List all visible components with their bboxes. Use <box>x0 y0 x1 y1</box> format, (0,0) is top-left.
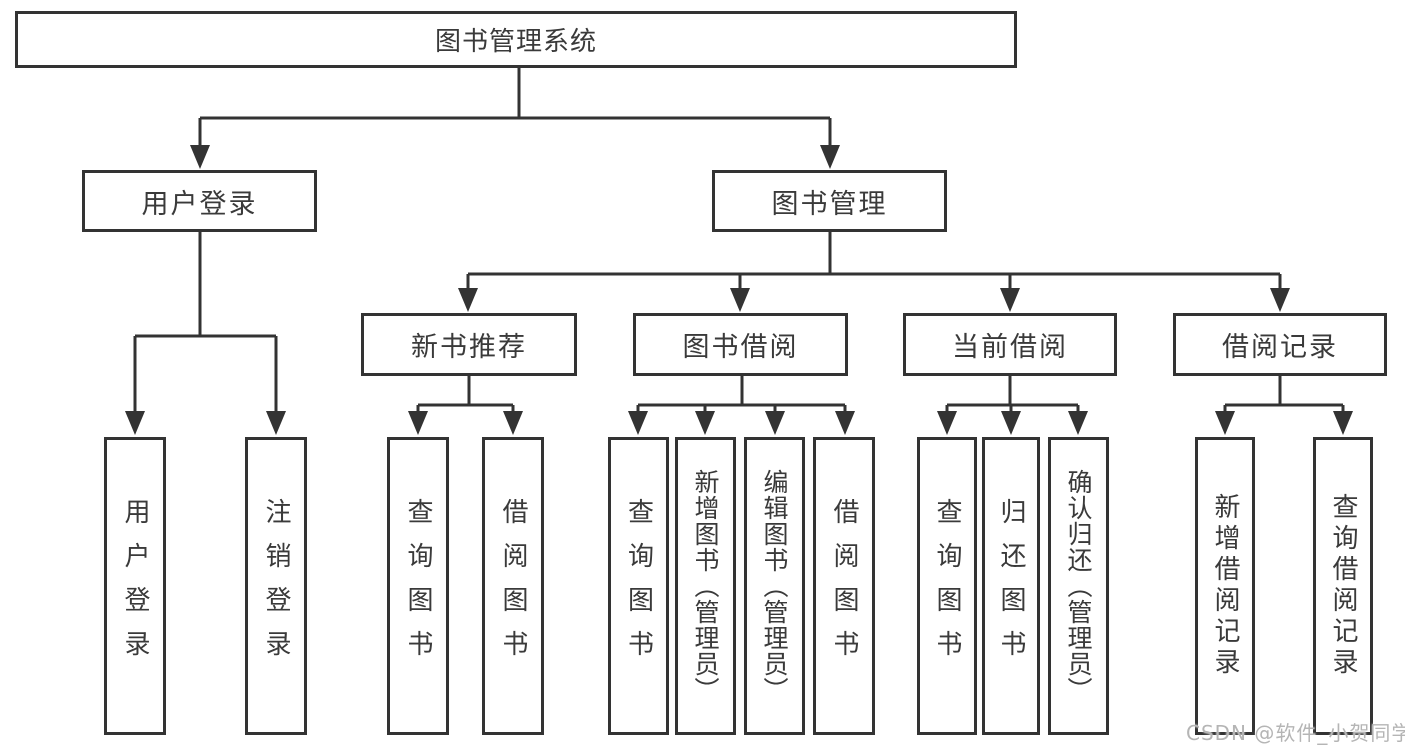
leaf-borrow-book-recommend-label: 借阅图书 <box>498 498 528 674</box>
node-book-management-label: 图书管理 <box>771 188 888 220</box>
leaf-query-book-current: 查询图书 <box>917 437 977 735</box>
leaf-confirm-return-admin-label: 确认归还（管理员） <box>1064 469 1093 703</box>
leaf-query-book-recommend: 查询图书 <box>387 437 449 735</box>
leaf-query-borrow-record: 查询借阅记录 <box>1313 437 1373 735</box>
leaf-edit-book-admin: 编辑图书（管理员） <box>744 437 805 735</box>
leaf-edit-book-admin-label: 编辑图书（管理员） <box>760 469 789 703</box>
node-root-system: 图书管理系统 <box>15 11 1017 68</box>
leaf-query-book-recommend-label: 查询图书 <box>403 498 433 674</box>
node-root-label: 图书管理系统 <box>434 27 597 57</box>
csdn-watermark: CSDN @软件_小贺同学 <box>1186 721 1405 745</box>
node-borrowing-records-label: 借阅记录 <box>1222 332 1338 363</box>
leaf-return-book-label: 归还图书 <box>996 498 1026 674</box>
node-user-login: 用户登录 <box>82 170 317 232</box>
node-current-borrowing-label: 当前借阅 <box>952 332 1068 363</box>
node-book-borrowing-label: 图书借阅 <box>682 332 799 363</box>
leaf-query-book-current-label: 查询图书 <box>932 498 962 674</box>
leaf-add-borrow-record-label: 新增借阅记录 <box>1210 493 1240 679</box>
leaf-query-book-borrowing-label: 查询图书 <box>623 498 654 674</box>
leaf-confirm-return-admin: 确认归还（管理员） <box>1048 437 1109 735</box>
leaf-borrow-book-recommend: 借阅图书 <box>482 437 544 735</box>
node-new-book-recommend: 新书推荐 <box>361 313 577 376</box>
node-new-book-recommend-label: 新书推荐 <box>411 332 527 363</box>
leaf-add-book-admin-label: 新增图书（管理员） <box>691 469 720 703</box>
leaf-return-book: 归还图书 <box>982 437 1040 735</box>
node-user-login-label: 用户登录 <box>141 188 258 220</box>
leaf-borrow-book-borrowing: 借阅图书 <box>813 437 875 735</box>
leaf-borrow-book-borrowing-label: 借阅图书 <box>829 498 859 674</box>
node-borrowing-records: 借阅记录 <box>1173 313 1387 376</box>
node-current-borrowing: 当前借阅 <box>903 313 1117 376</box>
leaf-logout: 注销登录 <box>245 437 307 735</box>
leaf-add-book-admin: 新增图书（管理员） <box>675 437 736 735</box>
leaf-user-login: 用户登录 <box>104 437 166 735</box>
leaf-query-book-borrowing: 查询图书 <box>608 437 669 735</box>
leaf-logout-label: 注销登录 <box>261 498 291 674</box>
leaf-add-borrow-record: 新增借阅记录 <box>1195 437 1255 735</box>
leaf-query-borrow-record-label: 查询借阅记录 <box>1328 493 1358 679</box>
node-book-borrowing: 图书借阅 <box>633 313 848 376</box>
node-book-management: 图书管理 <box>712 170 947 232</box>
leaf-user-login-label: 用户登录 <box>120 498 150 674</box>
